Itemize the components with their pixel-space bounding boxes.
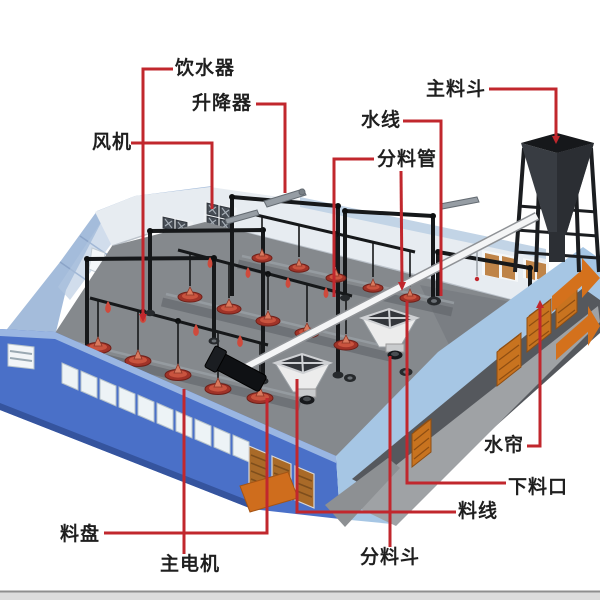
line-feed-pan xyxy=(104,398,269,535)
front-wall-windows xyxy=(61,362,250,463)
line-drinker xyxy=(141,67,173,316)
line-feed-outlet xyxy=(405,301,506,485)
line-feed-pipe-center xyxy=(399,170,404,285)
feed-pan-row xyxy=(251,248,421,303)
label-fan: 风机 xyxy=(92,131,133,153)
label-water-curtain: 水帘 xyxy=(484,434,525,456)
label-main-hopper: 主料斗 xyxy=(426,78,487,100)
distribution-hoppers xyxy=(271,307,421,405)
label-feed-pipe: 分料管 xyxy=(377,148,438,170)
label-distribution-hopper: 分料斗 xyxy=(360,546,421,568)
lifter-winches xyxy=(224,188,480,225)
label-water-line: 水线 xyxy=(361,109,402,131)
feed-pans xyxy=(84,248,421,404)
line-water-line xyxy=(403,119,443,296)
line-water-curtain xyxy=(527,306,542,448)
airflow-arrows xyxy=(552,258,600,360)
line-feed-pipe-left xyxy=(332,157,374,297)
line-feed-line xyxy=(295,379,456,514)
main-feed-hopper xyxy=(513,133,600,273)
label-lifter: 升降器 xyxy=(192,92,253,114)
line-fan xyxy=(131,141,214,209)
label-feed-pan: 料盘 xyxy=(60,523,101,545)
drinkers xyxy=(105,257,329,347)
label-main-motor: 主电机 xyxy=(160,553,221,575)
label-feed-line: 料线 xyxy=(458,500,499,522)
label-feed-outlet: 下料口 xyxy=(508,476,569,498)
side-air-inlet xyxy=(7,343,35,370)
feed-auger-pipe xyxy=(239,212,540,373)
line-main-hopper xyxy=(489,87,558,138)
annotation-lines xyxy=(104,67,560,554)
label-drinker: 饮水器 xyxy=(175,57,236,79)
feed-pan-row xyxy=(84,336,274,404)
line-lifter xyxy=(256,102,287,193)
drive-motor xyxy=(204,345,267,392)
bottom-bar xyxy=(0,590,600,600)
